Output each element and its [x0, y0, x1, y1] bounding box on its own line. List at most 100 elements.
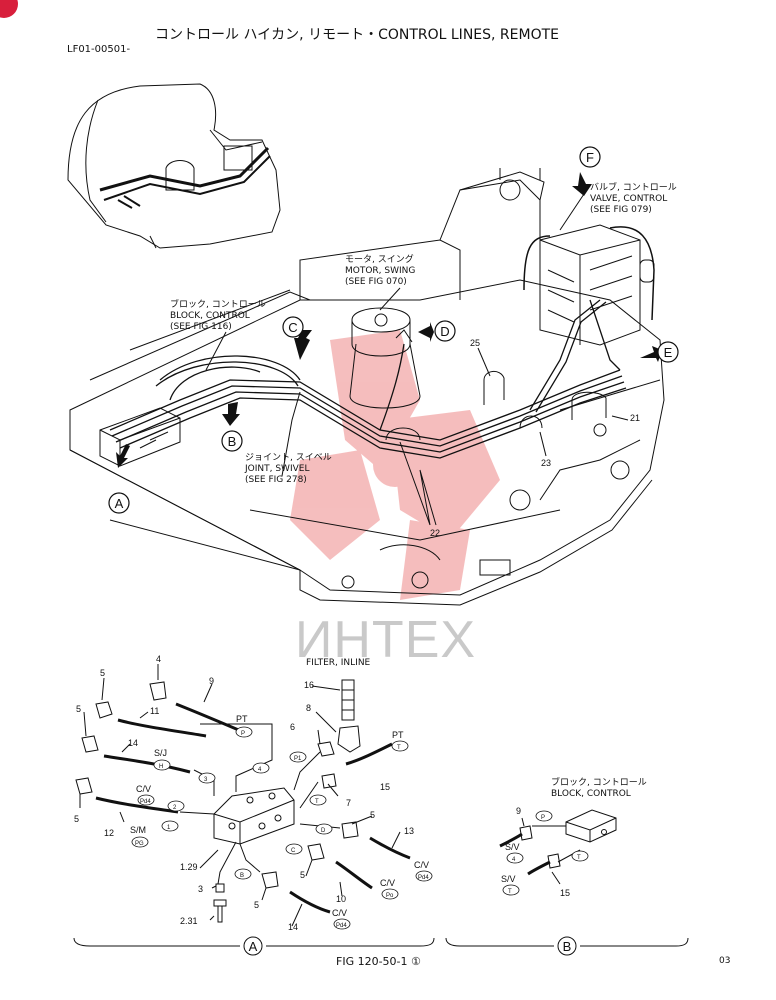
- section-label-b: B: [563, 939, 572, 954]
- port-label: 4: [258, 767, 262, 773]
- part-number: 1.29: [180, 862, 198, 872]
- part-number: 11: [150, 706, 159, 716]
- part-number: 7: [346, 798, 351, 808]
- note-valve-control: バルブ, コントロール VALVE, CONTROL (SEE FIG 079): [590, 183, 677, 215]
- swing-motor: [349, 307, 421, 409]
- detail-b-block: [565, 809, 617, 843]
- port-label: C/V: [380, 878, 395, 888]
- callout-d: D: [440, 324, 449, 339]
- fitting-5: [261, 871, 279, 889]
- arrow-b-icon: [222, 402, 240, 426]
- leader-valve-control: [559, 193, 585, 231]
- callout-f: F: [586, 150, 594, 165]
- callout-e-circle: [657, 341, 679, 363]
- fitting-5: [75, 777, 93, 795]
- port-tags-a: [131, 726, 433, 930]
- part-number: 5: [100, 668, 105, 678]
- port-label: Pd4: [418, 875, 429, 881]
- part-number: 15: [560, 888, 570, 898]
- page-title: コントロール ハイカン, リモート・CONTROL LINES, REMOTE: [155, 27, 559, 43]
- port-label: 3: [204, 777, 208, 783]
- port-label: S/M: [130, 825, 146, 835]
- port-label: C/V: [136, 784, 151, 794]
- leader-21: [611, 415, 629, 421]
- clamp-22: [385, 427, 421, 441]
- upper-frame: [69, 168, 665, 606]
- part-numbers-a: 4 9 5 11 5 14 5 12 16 8 6 15 7 5 13 5 10…: [74, 654, 414, 932]
- part-number: 25: [470, 338, 480, 348]
- note-filter-inline: FILTER, INLINE: [306, 658, 371, 668]
- part-number: 4: [156, 654, 161, 664]
- watermark-text: ИНТЕХ: [295, 611, 477, 669]
- brace-a-right: [266, 937, 435, 947]
- cab-perspective-inset: [67, 83, 281, 249]
- port-label: T: [397, 745, 401, 751]
- part-number: 5: [370, 810, 375, 820]
- detail-a-drawing: [75, 664, 411, 927]
- leader-23: [539, 431, 547, 457]
- port-label: C: [291, 848, 296, 854]
- leader-motor-swing: [379, 287, 401, 311]
- port-tags-b: [502, 810, 589, 896]
- part-number: 5: [74, 814, 79, 824]
- port-label: 2: [173, 805, 177, 811]
- part-number: 10: [336, 894, 346, 904]
- port-label: T: [577, 855, 581, 861]
- callout-b: B: [228, 434, 237, 449]
- port-label: T: [508, 889, 512, 895]
- fitting-6: [317, 741, 335, 757]
- washer-3: [215, 883, 225, 893]
- port-label: S/V: [501, 874, 516, 884]
- hose-12: [95, 796, 179, 814]
- part-number: 15: [380, 782, 390, 792]
- bolt: [213, 899, 227, 923]
- port-label: 4: [512, 857, 516, 863]
- arrow-a-icon: [116, 444, 130, 468]
- filter-inline: [341, 679, 355, 721]
- detail-b-drawing: [499, 809, 617, 885]
- part-number: 23: [541, 458, 551, 468]
- port-labels-a: PT P S/J H 3 4 C/V Pd4 2 S/M PG 1 P1 PT …: [130, 714, 429, 929]
- section-a-circle: [243, 936, 263, 956]
- brace-b-right: [580, 937, 689, 947]
- leader-block-control: [205, 331, 227, 371]
- fitting-5: [95, 701, 113, 719]
- part-number: 16: [304, 680, 314, 690]
- part-number: 13: [404, 826, 414, 836]
- port-label: P: [541, 815, 545, 821]
- section-b-circle: [557, 936, 577, 956]
- arrow-c-icon: [294, 330, 312, 360]
- part-number: 9: [516, 806, 521, 816]
- part-number: 14: [288, 922, 298, 932]
- control-line-bundle: [109, 299, 627, 459]
- callout-a-circle: [108, 492, 130, 514]
- part-number: 5: [76, 704, 81, 714]
- note-block-control: ブロック, コントロール BLOCK, CONTROL (SEE FIG 116…: [170, 300, 266, 332]
- hose-14: [103, 754, 191, 774]
- arrow-f-icon: [572, 172, 592, 196]
- hose-13: [369, 836, 411, 860]
- part-number: 14: [128, 738, 138, 748]
- fitting-5: [341, 821, 359, 839]
- port-label: P: [241, 731, 245, 737]
- note-block-control-b: ブロック, コントロール BLOCK, CONTROL: [551, 778, 647, 799]
- callout-c: C: [288, 320, 297, 335]
- part-number: 5: [254, 900, 259, 910]
- leader-25: [477, 347, 491, 377]
- brace-a-left: [73, 937, 240, 947]
- port-label: P1: [294, 756, 302, 762]
- detail-a-block: [213, 787, 295, 845]
- part-number: 2.31: [180, 916, 198, 926]
- arrow-d-icon: [418, 322, 434, 342]
- note-motor-swing: モータ, スイング MOTOR, SWING (SEE FIG 070): [345, 255, 416, 287]
- part-number: 5: [300, 870, 305, 880]
- port-label: Pd4: [336, 923, 347, 929]
- callout-f-circle: [579, 146, 601, 168]
- port-label: Pd4: [140, 799, 151, 805]
- port-label: PG: [135, 841, 144, 847]
- clamp-21: [571, 391, 607, 420]
- hose-15: [345, 742, 393, 766]
- brace-b-left: [445, 937, 554, 947]
